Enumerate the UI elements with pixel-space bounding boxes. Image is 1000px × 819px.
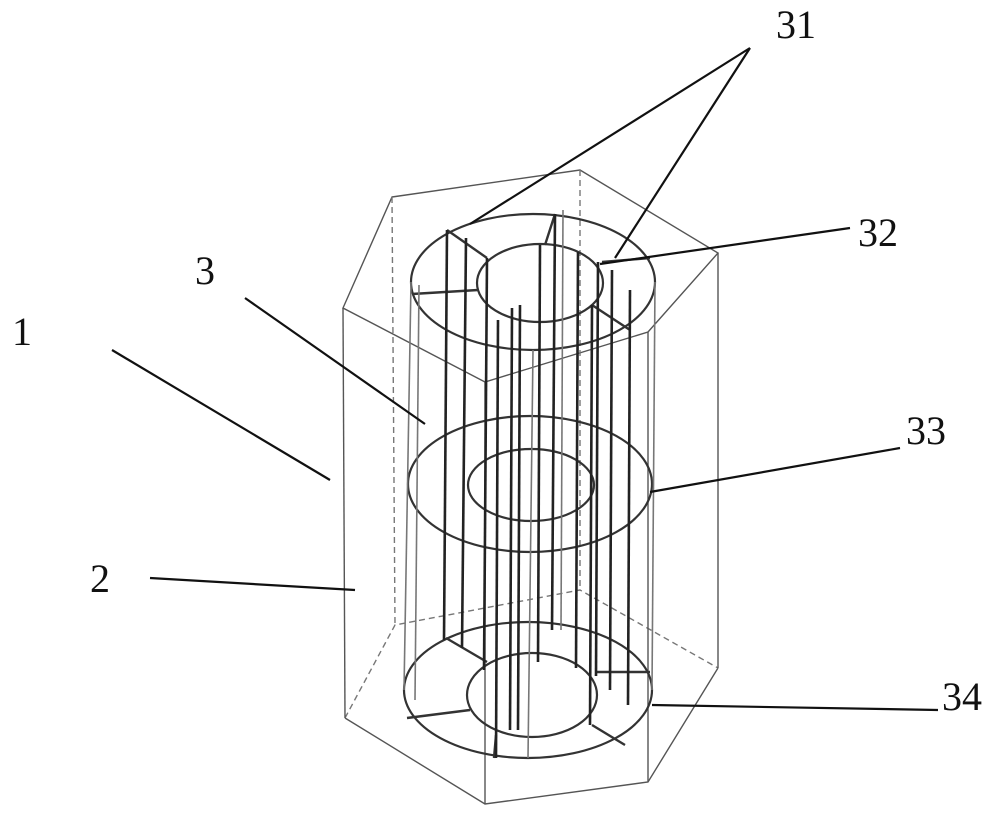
support-rod [552, 214, 555, 630]
support-rod [484, 258, 487, 670]
support-rod [590, 305, 592, 725]
top-spoke [412, 290, 478, 294]
leader-line-34 [652, 705, 938, 710]
leader-line-2 [150, 578, 355, 590]
support-rod [510, 308, 512, 730]
support-rod [538, 245, 540, 662]
label-2: 2 [90, 556, 110, 601]
support-rod [628, 290, 630, 705]
support-rod [610, 270, 612, 690]
outer-cylinder-wall-left [404, 282, 411, 690]
cylinder-assembly [404, 210, 655, 758]
label-3: 3 [195, 248, 215, 293]
leader-line-3 [245, 298, 425, 424]
housing-edge-back-left [392, 197, 395, 625]
label-33: 33 [906, 408, 946, 453]
leader-line-31b [615, 48, 750, 258]
leader-line-33 [650, 448, 900, 492]
label-31: 31 [776, 2, 816, 47]
outer-cylinder-wall-front [528, 350, 533, 758]
top-spoke [545, 214, 555, 245]
leader-line-1 [112, 350, 330, 480]
leader-line-31a [470, 48, 750, 224]
bottom-inner-ring [467, 653, 597, 737]
support-rod [462, 238, 466, 648]
label-1: 1 [12, 309, 32, 354]
bottom-spoke [446, 638, 487, 662]
housing-edge-left [343, 308, 345, 718]
leader-lines [112, 48, 938, 710]
support-rod [596, 262, 598, 676]
support-rod [561, 210, 563, 630]
hexagonal-housing [343, 170, 718, 804]
label-32: 32 [858, 210, 898, 255]
support-rod [496, 320, 498, 758]
label-34: 34 [942, 674, 982, 719]
bottom-spoke [407, 710, 470, 718]
support-rod [518, 305, 520, 730]
